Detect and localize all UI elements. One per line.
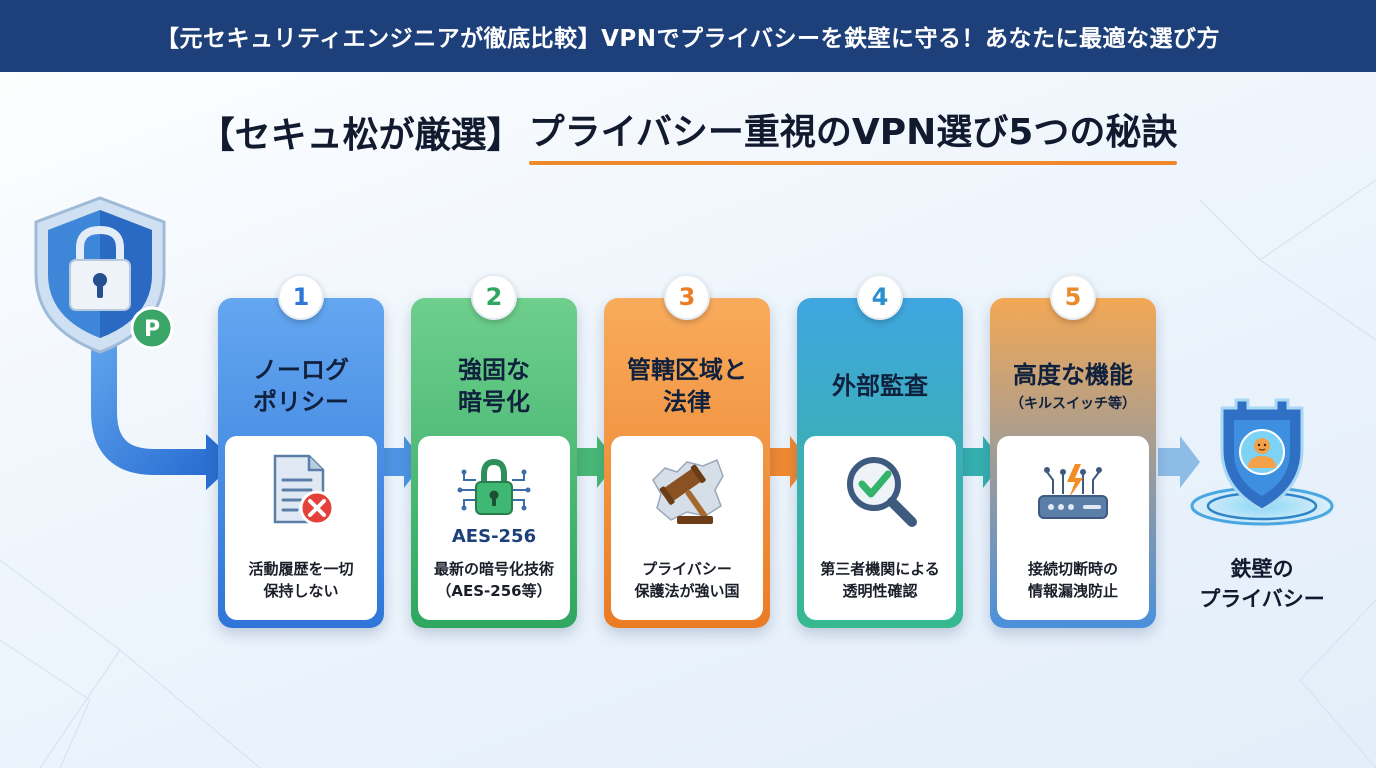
step-title: ノーログ ポリシー — [253, 356, 349, 416]
step-number: 2 — [471, 274, 517, 320]
router-spark-icon — [1038, 464, 1108, 519]
document-x-icon — [273, 454, 335, 526]
step-title: 高度な機能 （キルスイッチ等） — [1010, 361, 1136, 412]
step-title: 強固な 暗号化 — [458, 356, 530, 416]
step-number: 5 — [1050, 274, 1096, 320]
step-5-card: 5 高度な機能 （キルスイッチ等） 接続切断時の 情報漏洩防止 — [990, 274, 1156, 628]
step-description: 第三者機関による 透明性確認 — [820, 560, 940, 600]
gavel-map-icon — [652, 459, 724, 524]
step-title: 外部監査 — [832, 372, 928, 400]
badge-text: P — [144, 317, 160, 342]
step-description: 最新の暗号化技術 （AES-256等） — [433, 560, 554, 600]
step-1-card: 1 ノーログ ポリシー 活動履歴を一切 保持しない — [218, 274, 384, 628]
banner-title: 【元セキュリティエンジニアが徹底比較】VPNでプライバシーを鉄壁に守る！あなたに… — [155, 26, 1221, 52]
step-number: 1 — [278, 274, 324, 320]
top-banner: 【元セキュリティエンジニアが徹底比較】VPNでプライバシーを鉄壁に守る！あなたに… — [0, 0, 1376, 72]
title-main: プライバシー重視のVPN選び5つの秘訣 — [528, 103, 1177, 165]
step-body: プライバシー 保護法が強い国 — [611, 436, 763, 620]
step-3-card: 3 管轄区域と 法律 プライバシー 保護法が強い国 — [604, 274, 770, 628]
lock-shield-icon: P — [34, 196, 174, 354]
step-2-card: 2 強固な 暗号化 AES-256 最新の暗号化技術 （AES-256等） — [411, 274, 577, 628]
step-title: 管轄区域と 法律 — [627, 356, 747, 416]
step-4-card: 4 外部監査 第三者機関による 透明性確認 — [797, 274, 963, 628]
user-shield-icon — [1184, 398, 1340, 528]
step-description: プライバシー 保護法が強い国 — [634, 560, 740, 600]
magnifier-check-icon — [847, 457, 917, 527]
step-body: 活動履歴を一切 保持しない — [225, 436, 377, 620]
step-body: 接続切断時の 情報漏洩防止 — [997, 436, 1149, 620]
privacy-badge: P — [130, 306, 174, 350]
step-body: AES-256 最新の暗号化技術 （AES-256等） — [418, 436, 570, 620]
step-body: 第三者機関による 透明性確認 — [804, 436, 956, 620]
step-subtitle: （キルスイッチ等） — [1010, 396, 1136, 412]
step-description: 接続切断時の 情報漏洩防止 — [1027, 560, 1118, 600]
step-number: 4 — [857, 274, 903, 320]
aes-label: AES-256 — [451, 526, 537, 547]
title-prefix: 【セキュ松が厳選】 — [198, 115, 523, 156]
circuit-lock-icon — [457, 458, 531, 515]
step-number: 3 — [664, 274, 710, 320]
page-title: 【セキュ松が厳選】 プライバシー重視のVPN選び5つの秘訣 — [0, 100, 1376, 165]
step-description: 活動履歴を一切 保持しない — [248, 560, 354, 600]
result-label: 鉄壁の プライバシー — [1199, 557, 1325, 611]
